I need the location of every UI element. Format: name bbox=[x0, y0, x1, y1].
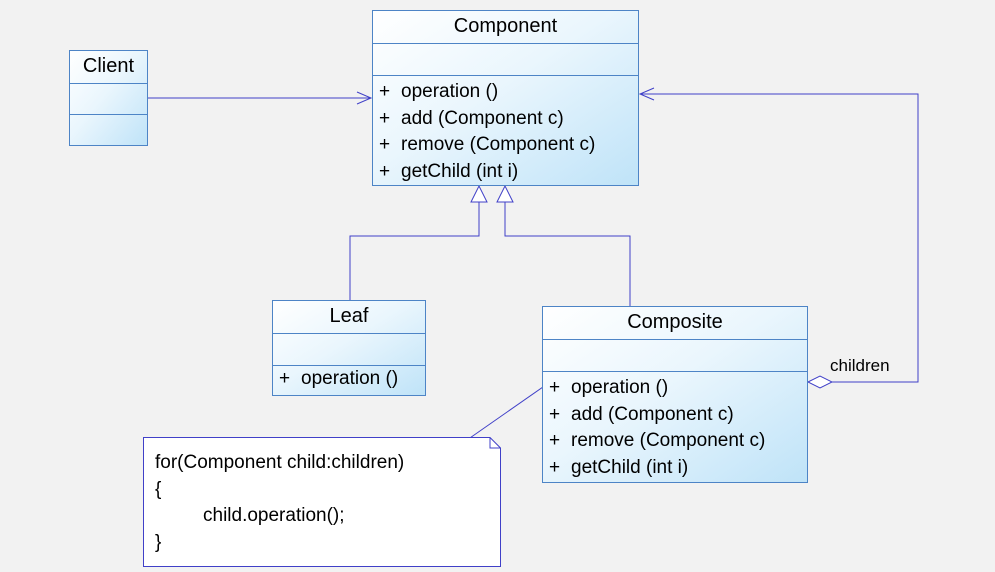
note-line: { bbox=[155, 479, 162, 500]
composite-operation: +remove (Component c) bbox=[549, 430, 766, 451]
component-operation: +add (Component c) bbox=[379, 107, 564, 129]
leaf-attributes bbox=[273, 334, 425, 366]
component-operation: +operation () bbox=[379, 81, 499, 102]
composite-operation: +add (Component c) bbox=[549, 403, 734, 425]
leaf-generalization[interactable] bbox=[349, 184, 488, 300]
note-line: for(Component child:children) bbox=[155, 452, 405, 473]
component-class[interactable]: Component +operation () +add (Component … bbox=[372, 10, 639, 186]
client-attributes bbox=[70, 84, 147, 115]
component-operation: +remove (Component c) bbox=[379, 134, 596, 155]
component-class-name: Component bbox=[373, 11, 638, 44]
composite-operations: +operation () +add (Component c) +remove… bbox=[543, 372, 807, 481]
client-operations bbox=[70, 115, 147, 145]
note-line: child.operation(); bbox=[203, 505, 345, 526]
note-anchor-line bbox=[466, 379, 554, 441]
client-class[interactable]: Client bbox=[69, 50, 148, 146]
leaf-operation: +operation () bbox=[279, 368, 399, 389]
children-aggregation[interactable] bbox=[638, 87, 919, 389]
composite-class[interactable]: Composite +operation () +add (Component … bbox=[542, 306, 808, 483]
composite-generalization[interactable] bbox=[496, 184, 631, 306]
composite-operation: +getChild (int i) bbox=[549, 456, 689, 478]
note-line: } bbox=[155, 532, 162, 553]
note-shape bbox=[143, 437, 501, 567]
component-operation: +getChild (int i) bbox=[379, 160, 519, 182]
composite-class-name: Composite bbox=[543, 307, 807, 340]
code-note[interactable]: for(Component child:children) { child.op… bbox=[143, 437, 501, 567]
leaf-class[interactable]: Leaf +operation () bbox=[272, 300, 426, 396]
component-attributes bbox=[373, 44, 638, 76]
composite-attributes bbox=[543, 340, 807, 372]
composite-operation: +operation () bbox=[549, 377, 669, 398]
component-operations: +operation () +add (Component c) +remove… bbox=[373, 76, 638, 185]
leaf-operations: +operation () bbox=[273, 366, 425, 393]
children-role-label: children bbox=[830, 356, 890, 375]
leaf-class-name: Leaf bbox=[273, 301, 425, 334]
client-class-name: Client bbox=[70, 51, 147, 84]
client-component-association[interactable] bbox=[148, 91, 373, 105]
